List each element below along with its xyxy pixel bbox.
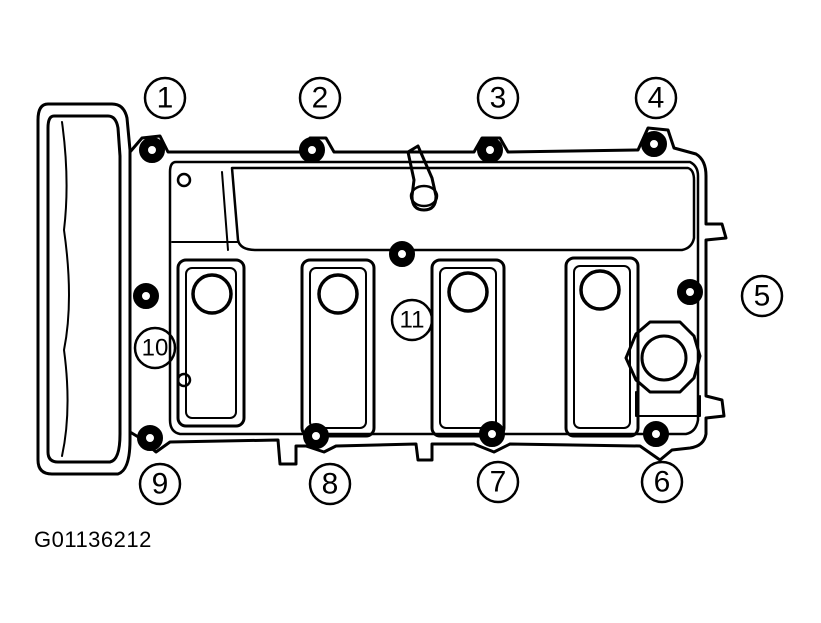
callout-ring-2	[298, 76, 342, 120]
figure-id: G01136212	[34, 527, 152, 552]
bolt-11	[389, 241, 415, 267]
callout-9: 9	[152, 468, 169, 501]
callout-ring-3	[476, 76, 520, 120]
plug-well-2-inner	[309, 267, 367, 429]
callout-11: 11	[400, 307, 425, 334]
plug-well-2	[300, 258, 376, 438]
callout-ring-8	[308, 462, 352, 506]
callout-ring-11	[390, 298, 434, 342]
bolt-3	[477, 137, 503, 163]
callout-5: 5	[754, 280, 771, 313]
pcv-nipple-end	[409, 184, 439, 208]
plug-hole-2	[317, 273, 359, 315]
plug-well-3	[430, 258, 506, 438]
oil-filler-cap-center	[640, 334, 688, 382]
callout-10: 10	[142, 335, 169, 362]
callout-7: 7	[490, 466, 507, 499]
plug-well-3-inner	[439, 267, 497, 429]
callout-ring-4	[634, 76, 678, 120]
plug-hole-3	[447, 271, 489, 313]
callout-ring-7	[476, 460, 520, 504]
bolt-1	[139, 137, 165, 163]
callout-1: 1	[157, 82, 174, 115]
callout-3: 3	[490, 82, 507, 115]
bolt-5	[677, 279, 703, 305]
plug-hole-4	[579, 269, 621, 311]
callout-8: 8	[322, 468, 339, 501]
callout-ring-5	[740, 274, 784, 318]
breather-chamber	[230, 166, 696, 252]
cover-inner-edge	[168, 160, 700, 436]
cover-outline	[128, 126, 728, 466]
plug-well-4	[564, 256, 640, 438]
bolt-4	[641, 131, 667, 157]
callout-ring-1	[143, 76, 187, 120]
dowel-lower	[176, 372, 192, 388]
end-seal-contour	[61, 121, 70, 457]
bolt-6	[643, 421, 669, 447]
oil-filler-base	[635, 391, 701, 417]
end-seal-outer	[36, 102, 132, 476]
oil-filler-cap	[624, 320, 702, 394]
plug-hole-1	[191, 273, 233, 315]
end-seal-inner	[46, 114, 122, 464]
callout-ring-6	[640, 460, 684, 504]
plug-well-1	[176, 258, 246, 428]
plug-well-1-inner	[185, 267, 237, 419]
callout-2: 2	[312, 82, 329, 115]
bolt-9	[137, 425, 163, 451]
bolt-7	[479, 421, 505, 447]
bolt-10	[133, 283, 159, 309]
callout-ring-9	[138, 462, 182, 506]
bolt-2	[299, 137, 325, 163]
dowel-upper	[176, 172, 192, 188]
bolt-8	[303, 423, 329, 449]
callout-ring-10	[133, 326, 177, 370]
callout-6: 6	[654, 466, 671, 499]
callout-4: 4	[648, 82, 665, 115]
chamber-ridge	[221, 171, 229, 251]
